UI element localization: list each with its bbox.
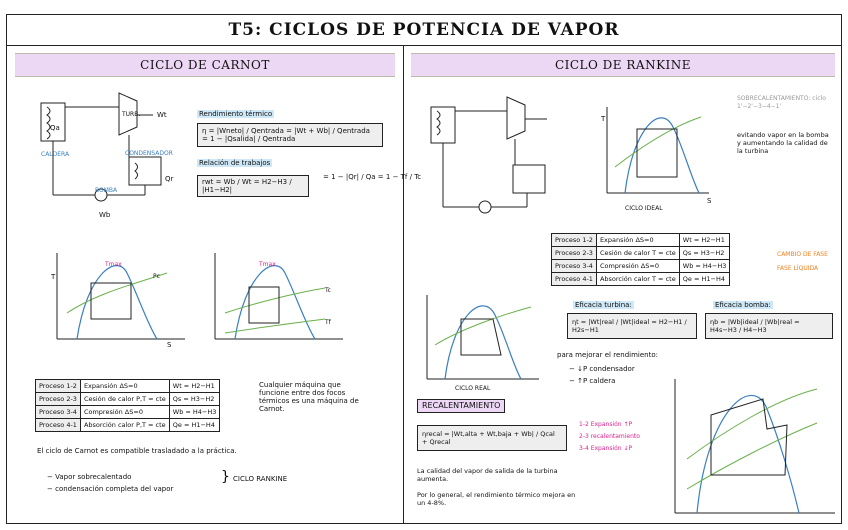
carnot-bullet-3: − condensación completa del vapor — [47, 485, 174, 493]
rankine-general: Por lo general, el rendimiento térmico m… — [417, 491, 576, 507]
table-cell: Qe = H1−H4 — [168, 418, 221, 432]
rankine-ideal-label: CICLO IDEAL — [625, 205, 663, 212]
table-cell: Proceso 1-2 — [35, 379, 81, 393]
table-cell: Absorción calor T = cte — [595, 272, 680, 286]
rankine-ideal-ts — [606, 107, 709, 194]
rankine-mejorar-title: para mejorar el rendimiento: — [557, 351, 658, 359]
table-cell: Wt = H2−H1 — [168, 379, 221, 393]
table-cell: Wt = H2−H1 — [678, 233, 731, 247]
table-cell: Proceso 4-1 — [551, 272, 597, 286]
table-cell: Qs = H3−H2 — [168, 392, 221, 406]
column-divider — [403, 45, 404, 523]
table-cell: Absorción calor P,T = cte — [79, 418, 170, 432]
table-cell: Proceso 1-2 — [551, 233, 597, 247]
rankine-recal-header: RECALENTAMIENTO — [417, 399, 506, 413]
carnot-ts-diagram-1 — [56, 253, 185, 340]
carnot-bomba-label: BOMBA — [95, 187, 118, 194]
carnot-axis-t-1: T — [51, 273, 56, 281]
table-cell: Proceso 2-3 — [35, 392, 81, 406]
carnot-bullet-1: El ciclo de Carnot es compatible traslad… — [37, 447, 237, 455]
rankine-header: CICLO DE RANKINE — [411, 53, 835, 77]
table-cell: Qe = H1−H4 — [678, 272, 731, 286]
table-cell: Compresión ΔS=0 — [595, 259, 680, 273]
carnot-brace: } — [221, 469, 230, 485]
carnot-wt-label: Wt — [157, 111, 167, 119]
rankine-real-ts — [426, 295, 539, 380]
table-cell: Proceso 3-4 — [35, 405, 81, 419]
sheet: T5: CICLOS DE POTENCIA DE VAPOR CICLO DE… — [6, 14, 842, 524]
carnot-ts-diagram-2 — [214, 253, 343, 340]
carnot-trabajos-formula: rwt = Wb / Wt = H2−H3 / |H1−H2| — [197, 175, 309, 197]
carnot-note: Cualquier máquina que funcione entre dos… — [259, 381, 359, 413]
carnot-qr-label: Qr — [165, 175, 174, 183]
rankine-recal-step-1: 1-2 Expansión ↑P — [579, 421, 633, 428]
table-cell: Wb = H4−H3 — [678, 259, 731, 273]
rankine-fase-liquida: FASE LÍQUIDA — [777, 265, 819, 272]
rankine-ef-bomba-title: Eficacia bomba: — [713, 301, 773, 309]
carnot-axis-s-1: S — [167, 341, 172, 349]
rankine-ef-turbina-title: Eficacia turbina: — [573, 301, 634, 309]
carnot-turbina-label: TURB. — [122, 111, 141, 118]
rankine-recal-ts — [674, 379, 835, 514]
carnot-tmax-1: Tmax — [105, 261, 122, 268]
rankine-axis-s: S — [707, 197, 712, 205]
rankine-recal-formula: ηrecal = |Wt,alta + Wt,baja + Wb| / Qcal… — [417, 425, 567, 451]
carnot-qa-label: Qa — [50, 124, 60, 132]
table-cell: Cesión de calor T = cte — [595, 246, 680, 260]
rankine-evitando: evitando vapor en la bomba y aumentando … — [737, 131, 829, 155]
rankine-sobrecalentamiento: SOBRECALENTAMIENTO: ciclo 1'−2'−3−4−1' — [737, 95, 826, 110]
table-cell: Expansión ΔS=0 — [79, 379, 170, 393]
table-cell: Cesión de calor P,T = cte — [79, 392, 170, 406]
carnot-tf-label: Tf — [325, 319, 331, 326]
carnot-header: CICLO DE CARNOT — [15, 53, 395, 77]
rankine-cambio-fase: CAMBIO DE FASE — [777, 251, 828, 258]
carnot-caldera-label: CALDERA — [41, 151, 70, 158]
rankine-recal-step-2: 2-3 recalentamiento — [579, 433, 640, 440]
table-cell: Qs = H3−H2 — [678, 246, 731, 260]
rankine-recal-step-3: 3-4 Expansión ↓P — [579, 445, 633, 452]
carnot-condensador-label: CONDENSADOR — [125, 150, 173, 157]
table-cell: Proceso 2-3 — [551, 246, 597, 260]
carnot-rendimiento-title: Rendimiento térmico — [197, 110, 275, 118]
rankine-calidad: La calidad del vapor de salida de la tur… — [417, 467, 558, 483]
rankine-mejorar-2: − ↑P caldera — [569, 377, 616, 385]
table-cell: Proceso 4-1 — [35, 418, 81, 432]
carnot-cycle-diagram — [40, 92, 162, 202]
page-title: T5: CICLOS DE POTENCIA DE VAPOR — [7, 15, 841, 46]
carnot-tc-label: Tc — [325, 287, 331, 294]
carnot-wb-label: Wb — [99, 211, 111, 219]
carnot-bullet-2: − Vapor sobrecalentado — [47, 473, 132, 481]
table-cell: Expansión ΔS=0 — [595, 233, 680, 247]
rankine-ef-turbina: ηt = |Wt|real / |Wt|ideal = H2−H1 / H2s−… — [567, 313, 697, 339]
table-cell: Proceso 3-4 — [551, 259, 597, 273]
carnot-tmax-2: Tmax — [259, 261, 276, 268]
rankine-axis-t: T — [601, 115, 606, 123]
carnot-rendimiento-tail: = 1 − |Qr| / Qa = 1 − Tf / Tc — [323, 173, 422, 181]
table-cell: Wb = H4−H3 — [168, 405, 221, 419]
table-cell: Compresión ΔS=0 — [79, 405, 170, 419]
rankine-ef-bomba: ηb = |Wb|ideal / |Wb|real = H4s−H3 / H4−… — [705, 313, 833, 339]
rankine-mejorar-1: − ↓P condensador — [569, 365, 635, 373]
rankine-cycle-diagram — [430, 96, 547, 214]
carnot-trabajos-title: Relación de trabajos — [197, 159, 273, 167]
carnot-rendimiento-formula: η = |Wneto| / Qentrada = |Wt + Wb| / Qen… — [197, 123, 383, 147]
carnot-rankine-ref: CICLO RANKINE — [233, 475, 288, 483]
carnot-pc-1: Pc — [153, 273, 160, 280]
rankine-real-label: CICLO REAL — [455, 385, 491, 392]
